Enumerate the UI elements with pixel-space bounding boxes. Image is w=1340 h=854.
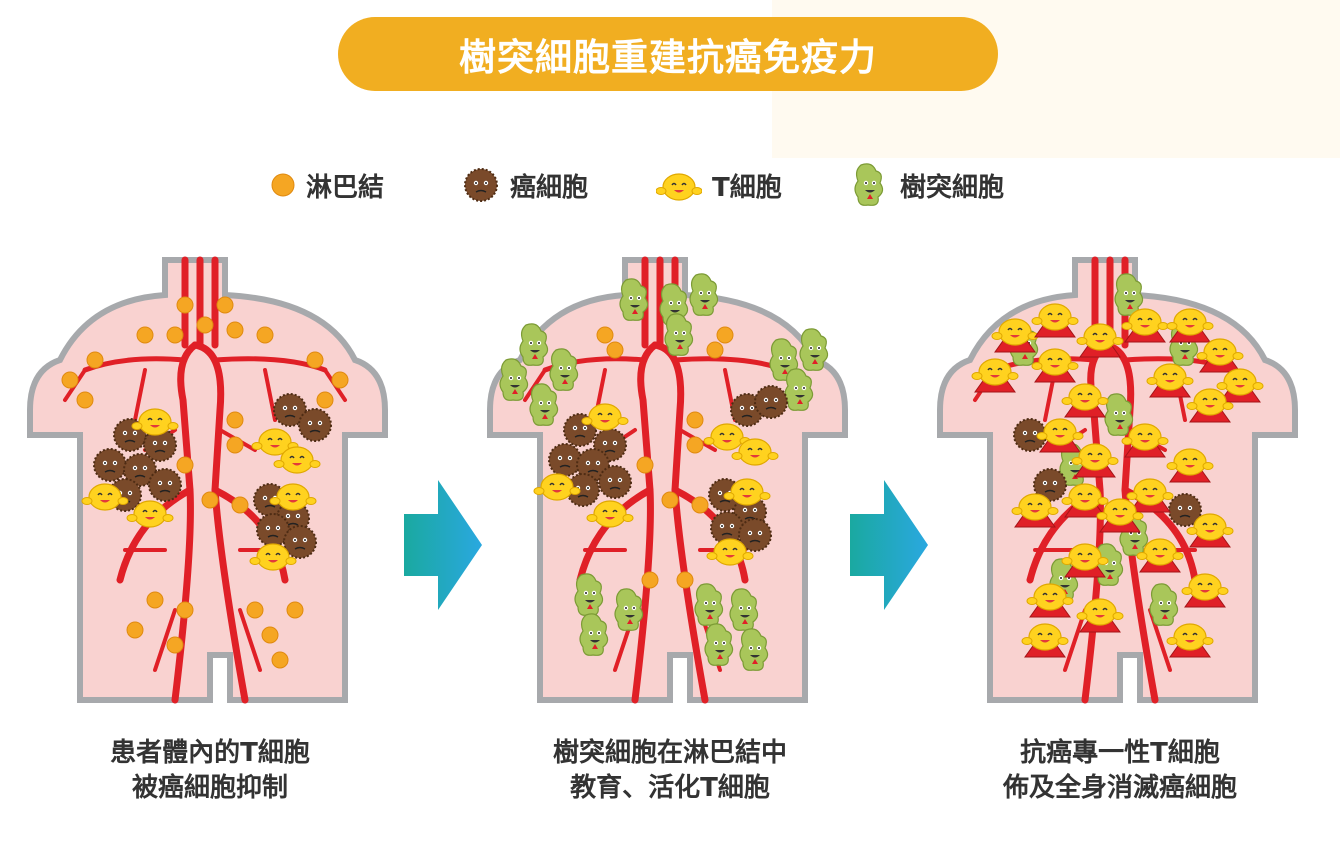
body-panel-1 xyxy=(25,250,395,710)
legend-item-lymph-node: 淋巴結 xyxy=(270,160,384,210)
caption-panel-3: 抗癌專一性T細胞 佈及全身消滅癌細胞 xyxy=(910,736,1330,806)
caption-line-2: 教育、活化T細胞 xyxy=(570,773,770,803)
legend-item-t-cell: T細胞 xyxy=(656,160,782,210)
lymph-node-icon xyxy=(271,173,295,197)
legend-item-dendritic-cell: 樹突細胞 xyxy=(850,160,1004,210)
legend-label: 樹突細胞 xyxy=(900,172,1005,203)
t-cell-icon xyxy=(656,173,702,201)
legend-label: T細胞 xyxy=(712,172,782,203)
caption-line-1: 患者體內的T細胞 xyxy=(110,738,310,768)
caption-panel-2: 樹突細胞在淋巴結中 教育、活化T細胞 xyxy=(460,736,880,806)
caption-line-1: 樹突細胞在淋巴結中 xyxy=(552,738,787,768)
caption-line-2: 被癌細胞抑制 xyxy=(131,773,288,803)
caption-panel-1: 患者體內的T細胞 被癌細胞抑制 xyxy=(0,736,420,806)
caption-line-1: 抗癌專一性T細胞 xyxy=(1020,738,1220,768)
body-panel-3 xyxy=(935,250,1305,710)
title-banner: 樹突細胞重建抗癌免疫力 xyxy=(338,17,998,91)
legend-label: 淋巴結 xyxy=(306,172,385,203)
legend: 淋巴結 癌細胞 T細胞 樹突細胞 xyxy=(0,160,1340,210)
cancer-cell-icon xyxy=(464,168,498,202)
dendritic-cell-icon xyxy=(854,163,884,206)
body-panel-2 xyxy=(485,250,855,710)
caption-line-2: 佈及全身消滅癌細胞 xyxy=(1002,773,1237,803)
legend-item-cancer-cell: 癌細胞 xyxy=(462,160,588,210)
flow-arrow-2 xyxy=(850,480,928,610)
body-outline xyxy=(940,260,1295,700)
flow-arrow-1 xyxy=(404,480,482,610)
legend-label: 癌細胞 xyxy=(510,172,589,203)
page-title: 樹突細胞重建抗癌免疫力 xyxy=(459,36,877,79)
